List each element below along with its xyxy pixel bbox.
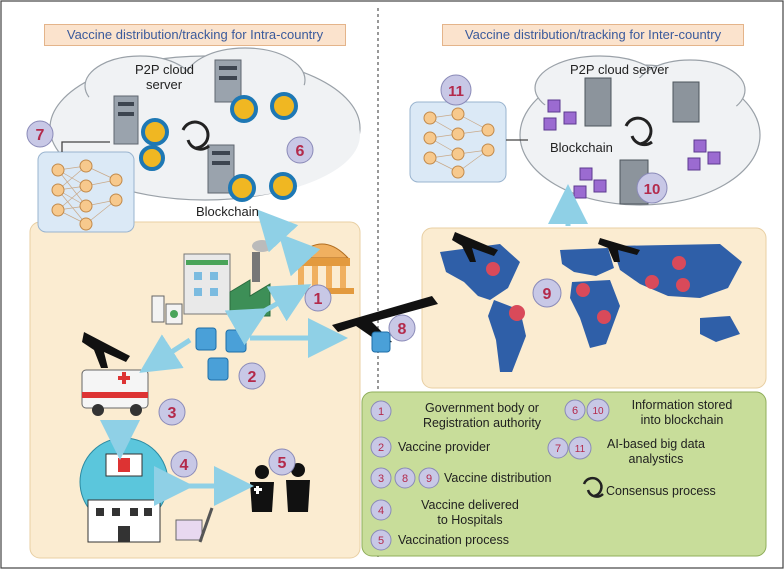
badge-10-text: 10 [644, 181, 661, 198]
p2p-cloud-label-right: P2P cloud server [570, 62, 669, 77]
legend-ai-line2: analystics [628, 452, 684, 466]
badge-3-text: 3 [168, 405, 177, 422]
inter-country-title: Vaccine distribution/tracking for Inter-… [442, 24, 744, 46]
server-icon-left-1 [113, 95, 139, 145]
legend-badge-1: 1 [370, 400, 392, 422]
vaccination-icon [250, 463, 310, 512]
badge-5: 5 [268, 448, 296, 476]
svg-text:4: 4 [378, 505, 384, 517]
badge-10: 10 [636, 172, 668, 204]
badge-2: 2 [238, 362, 266, 390]
badge-4: 4 [170, 450, 198, 478]
badge-7: 7 [26, 120, 54, 148]
neural-net-left [37, 151, 135, 233]
legend-badge-11: 11 [568, 436, 592, 460]
badge-1: 1 [304, 284, 332, 312]
svg-text:6: 6 [572, 405, 578, 417]
badge-6-text: 6 [296, 143, 305, 160]
connector-7-cloud [61, 141, 110, 152]
syringe-icon [175, 507, 214, 543]
legend-badge-6: 6 [564, 399, 586, 421]
blockchain-coins-left [139, 92, 298, 202]
badge-2-text: 2 [248, 369, 257, 386]
server-icon-left-2 [214, 59, 242, 103]
airplane-icon-map-left [452, 232, 498, 262]
legend-info-line2: into blockchain [640, 413, 724, 427]
hospital-icon [79, 437, 169, 543]
blockchain-label-left: Blockchain [196, 204, 259, 219]
map-pins [486, 256, 690, 324]
flow-arrows [100, 184, 588, 506]
legend-box [361, 391, 767, 557]
airplane-icon-left [82, 332, 130, 368]
vaccine-vials-icon [151, 295, 183, 325]
legend-badge-2: 2 [370, 436, 392, 458]
legend-distribution: Vaccine distribution [444, 471, 552, 485]
legend-provider: Vaccine provider [398, 440, 491, 454]
badge-6: 6 [286, 136, 314, 164]
badge-11-text: 11 [448, 83, 464, 100]
badge-8-text: 8 [398, 321, 407, 338]
legend-delivered-line1: Vaccine delivered [421, 498, 519, 512]
badge-4-text: 4 [180, 457, 189, 474]
p2p-cloud-label-left-2: server [146, 77, 183, 92]
legend-gov-line2: Registration authority [422, 416, 542, 430]
legend-delivered-line2: to Hospitals [437, 513, 503, 527]
badge-7-text: 7 [36, 127, 45, 144]
badge-9: 9 [532, 278, 562, 308]
legend-vaccination: Vaccination process [398, 533, 509, 547]
svg-text:5: 5 [378, 535, 384, 547]
legend-badge-7: 7 [547, 437, 569, 459]
svg-text:10: 10 [592, 406, 604, 417]
consensus-legend-icon [582, 476, 604, 498]
consensus-icon-right [624, 116, 653, 147]
legend-badge-10: 10 [586, 398, 610, 422]
p2p-cloud-label-left-1: P2P cloud [135, 62, 195, 77]
consensus-icon-left [181, 120, 210, 151]
server-icon-right-1 [584, 77, 700, 205]
world-map [440, 244, 742, 372]
blockchain-cubes-right [543, 99, 721, 199]
badge-1-text: 1 [314, 291, 323, 308]
legend-ai-line1: AI-based big data [607, 437, 705, 451]
legend-badge-9: 9 [418, 467, 440, 489]
legend-badge-5: 5 [370, 529, 392, 551]
svg-text:1: 1 [378, 406, 384, 418]
svg-text:7: 7 [555, 443, 561, 455]
badge-3: 3 [158, 398, 186, 426]
svg-text:8: 8 [402, 473, 408, 485]
neural-net-right [409, 101, 507, 183]
svg-text:3: 3 [378, 473, 384, 485]
legend-badge-8: 8 [394, 467, 416, 489]
legend-gov-line1: Government body or [425, 401, 539, 415]
svg-text:11: 11 [575, 444, 586, 455]
airplane-icon-large [332, 296, 438, 344]
airplane-icon-map-right [598, 238, 640, 262]
legend-badge-4: 4 [370, 499, 392, 521]
legend-badge-3: 3 [370, 467, 392, 489]
legend-consensus: Consensus process [606, 484, 716, 498]
intra-country-title: Vaccine distribution/tracking for Intra-… [44, 24, 346, 46]
legend-info-line1: Information stored [631, 398, 733, 412]
badge-11: 11 [440, 74, 472, 106]
badge-8: 8 [388, 314, 416, 342]
svg-text:2: 2 [378, 442, 384, 454]
svg-text:9: 9 [426, 473, 432, 485]
badge-9-text: 9 [543, 286, 552, 303]
ambulance-icon [81, 369, 149, 416]
blockchain-label-right: Blockchain [550, 140, 613, 155]
badge-5-text: 5 [278, 455, 287, 472]
